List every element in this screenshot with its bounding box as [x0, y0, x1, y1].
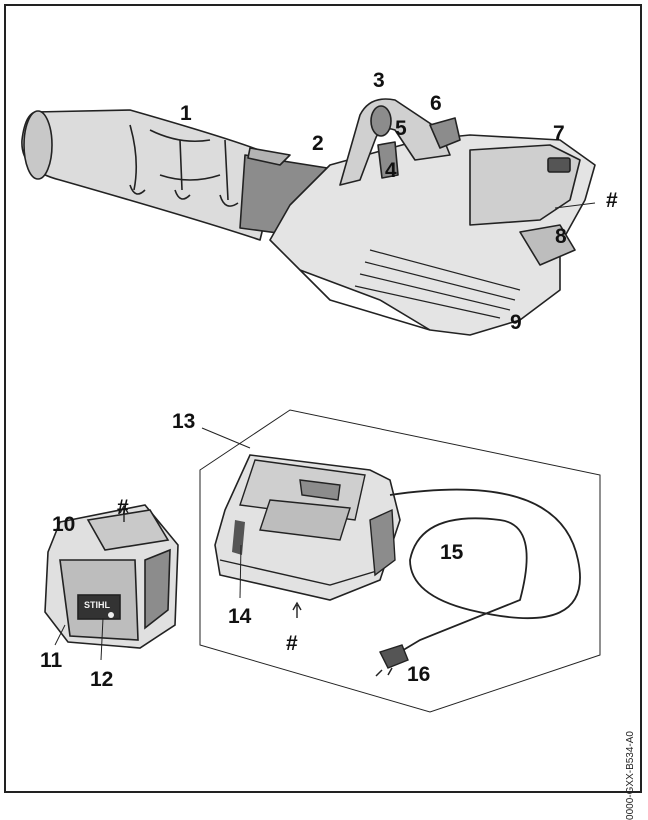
- callout-4: 4: [385, 159, 397, 182]
- callout-1: 1: [180, 102, 192, 125]
- callout-hash-battery: #: [117, 496, 129, 519]
- callout-11: 11: [40, 649, 63, 672]
- charger-box-outline: [199, 409, 601, 713]
- callout-6: 6: [430, 92, 442, 115]
- blower-handle: [339, 98, 451, 186]
- charger-group: [199, 409, 601, 713]
- callout-12: 12: [90, 668, 114, 691]
- callout-16: 16: [407, 663, 431, 686]
- charger-cord: [389, 488, 581, 656]
- blower-nozzle: [21, 109, 281, 241]
- callout-7: 7: [553, 122, 565, 145]
- callout-hash-charger: #: [286, 632, 298, 655]
- leaf-blower: [21, 98, 596, 336]
- battery: [44, 504, 179, 649]
- callout-10: 10: [52, 513, 76, 536]
- figure-code: 0000-GXX-B534-A0: [625, 731, 636, 820]
- callout-2: 2: [312, 132, 324, 155]
- callout-15: 15: [440, 541, 464, 564]
- callout-13: 13: [172, 410, 196, 433]
- callout-8: 8: [555, 225, 567, 248]
- callout-3: 3: [373, 69, 385, 92]
- battery-brand-stamp: STIHL: [84, 600, 111, 610]
- figure-frame: [4, 4, 642, 793]
- callout-9: 9: [510, 311, 522, 334]
- callout-hash-blower: #: [606, 189, 618, 212]
- illustration: STIHL: [21, 98, 601, 713]
- leader-lines: [54, 202, 596, 661]
- callout-14: 14: [228, 605, 252, 628]
- callout-5: 5: [395, 117, 407, 140]
- mains-plug: [379, 644, 409, 669]
